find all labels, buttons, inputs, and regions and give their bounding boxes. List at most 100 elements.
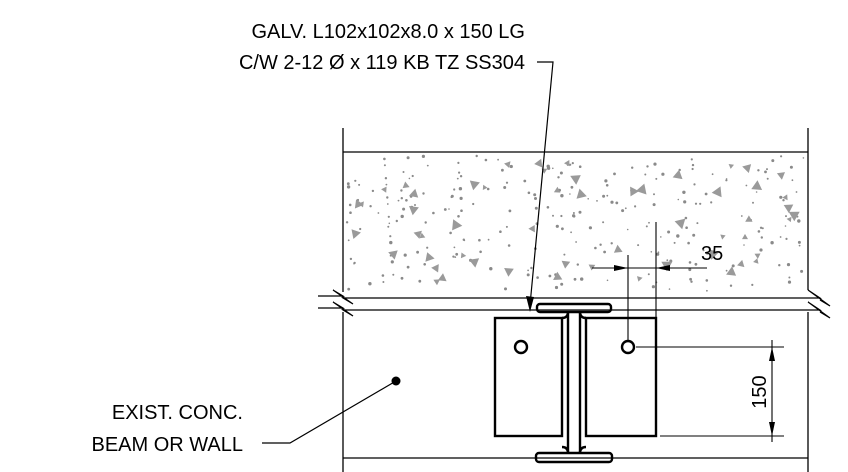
aggregate-dot: [682, 190, 686, 194]
aggregate-dot: [710, 201, 713, 204]
aggregate-dot: [603, 250, 606, 254]
aggregate-stone: [388, 250, 398, 260]
aggregate-dot: [368, 282, 372, 286]
aggregate-dot: [405, 199, 408, 202]
aggregate-dot: [687, 241, 690, 245]
aggregate-dot: [509, 164, 513, 169]
aggregate-dot: [725, 179, 728, 182]
aggregate-dot: [402, 207, 406, 211]
aggregate-dot: [560, 194, 564, 198]
aggregate-stone: [553, 186, 561, 193]
aggregate-dot: [778, 264, 781, 267]
aggregate-dot: [384, 177, 388, 180]
aggregate-dot: [526, 273, 530, 277]
aggregate-dot: [546, 206, 550, 209]
aggregate-dot: [676, 234, 680, 238]
aggregate-stone: [561, 260, 571, 269]
aggregate-dot: [353, 262, 355, 265]
aggregate-dot: [406, 156, 410, 160]
aggregate-dot: [381, 274, 385, 277]
aggregate-dot: [800, 269, 804, 273]
aggregate-dot: [626, 228, 629, 231]
aggregate-dot: [569, 163, 572, 166]
angle-spec-line1: GALV. L102x102x8.0 x 150 LG: [251, 21, 525, 43]
aggregate-dot: [385, 183, 388, 186]
aggregate-dot: [416, 250, 419, 254]
aggregate-dot: [596, 200, 598, 202]
aggregate-dot: [797, 219, 801, 223]
aggregate-dot: [587, 198, 589, 200]
aggregate-dot: [390, 260, 394, 264]
aggregate-stone: [783, 204, 794, 214]
aggregate-dot: [443, 208, 447, 211]
aggregate-dot: [655, 177, 658, 180]
aggregate-dot: [578, 165, 582, 168]
aggregate-dot: [472, 202, 475, 206]
existing-beam-line1: EXIST. CONC.: [112, 402, 243, 424]
aggregate-dot: [771, 159, 775, 163]
aggregate-dot: [534, 206, 538, 210]
aggregate-stone: [788, 211, 800, 222]
existing-beam-outline: [342, 312, 809, 472]
aggregate-dot: [770, 241, 774, 245]
aggregate-dot: [766, 168, 768, 171]
aggregate-dot: [487, 238, 490, 241]
aggregate-dot: [349, 257, 353, 261]
aggregate-dot: [661, 172, 665, 176]
aggregate-dot: [460, 209, 463, 212]
aggregate-dot: [725, 269, 728, 272]
aggregate-dot: [453, 188, 456, 191]
aggregate-dot: [785, 215, 787, 218]
aggregate-dot: [693, 183, 696, 186]
aggregate-stone: [437, 273, 447, 282]
aggregate-dot: [699, 202, 702, 205]
aggregate-dot: [694, 262, 698, 266]
aggregate-dot: [523, 179, 527, 183]
aggregate-dot: [560, 214, 563, 218]
aggregate-dot: [637, 244, 640, 247]
aggregate-stone: [753, 258, 759, 264]
aggregate-dot: [402, 171, 405, 173]
aggregate-dot: [377, 212, 380, 214]
aggregate-stone: [409, 206, 419, 216]
dimension-150-label: 150: [749, 375, 771, 408]
aggregate-dot: [569, 193, 571, 195]
aggregate-stone: [728, 164, 734, 169]
aggregate-stone: [469, 180, 480, 191]
aggregate-dot: [751, 283, 754, 286]
aggregate-dot: [759, 248, 763, 252]
aggregate-dot: [371, 189, 375, 193]
aggregate-dot: [499, 230, 502, 233]
aggregate-dot: [406, 265, 410, 269]
aggregate-dot: [508, 209, 512, 213]
aggregate-dot: [456, 177, 459, 180]
aggregate-dot: [347, 239, 350, 242]
aggregate-dot: [530, 266, 533, 270]
aggregate-stone: [588, 264, 596, 271]
aggregate-dot: [780, 155, 783, 158]
aggregate-dot: [647, 273, 650, 276]
break-line: [318, 289, 831, 319]
aggregate-dot: [358, 183, 361, 186]
aggregate-dot: [450, 195, 453, 199]
aggregate-dot: [740, 215, 743, 217]
aggregate-dot: [426, 246, 429, 249]
aggregate-dot: [557, 176, 560, 179]
aggregate-dot: [602, 221, 605, 224]
aggregate-dot: [423, 263, 427, 266]
aggregate-dot: [691, 163, 695, 167]
aggregate-stone: [564, 160, 570, 167]
aggregate-dot: [400, 189, 403, 192]
aggregate-stone: [534, 158, 543, 168]
aggregate-stone: [708, 249, 719, 260]
aggregate-dot: [729, 284, 733, 287]
aggregate-dot: [576, 263, 579, 266]
aggregate-dot: [704, 192, 708, 196]
aggregate-stone: [742, 164, 752, 173]
aggregate-dot: [397, 199, 400, 202]
aggregate-dot: [731, 264, 735, 268]
aggregate-stone: [358, 201, 364, 208]
aggregate-dot: [448, 208, 450, 210]
aggregate-dot: [677, 198, 680, 201]
aggregate-dot: [348, 203, 352, 207]
